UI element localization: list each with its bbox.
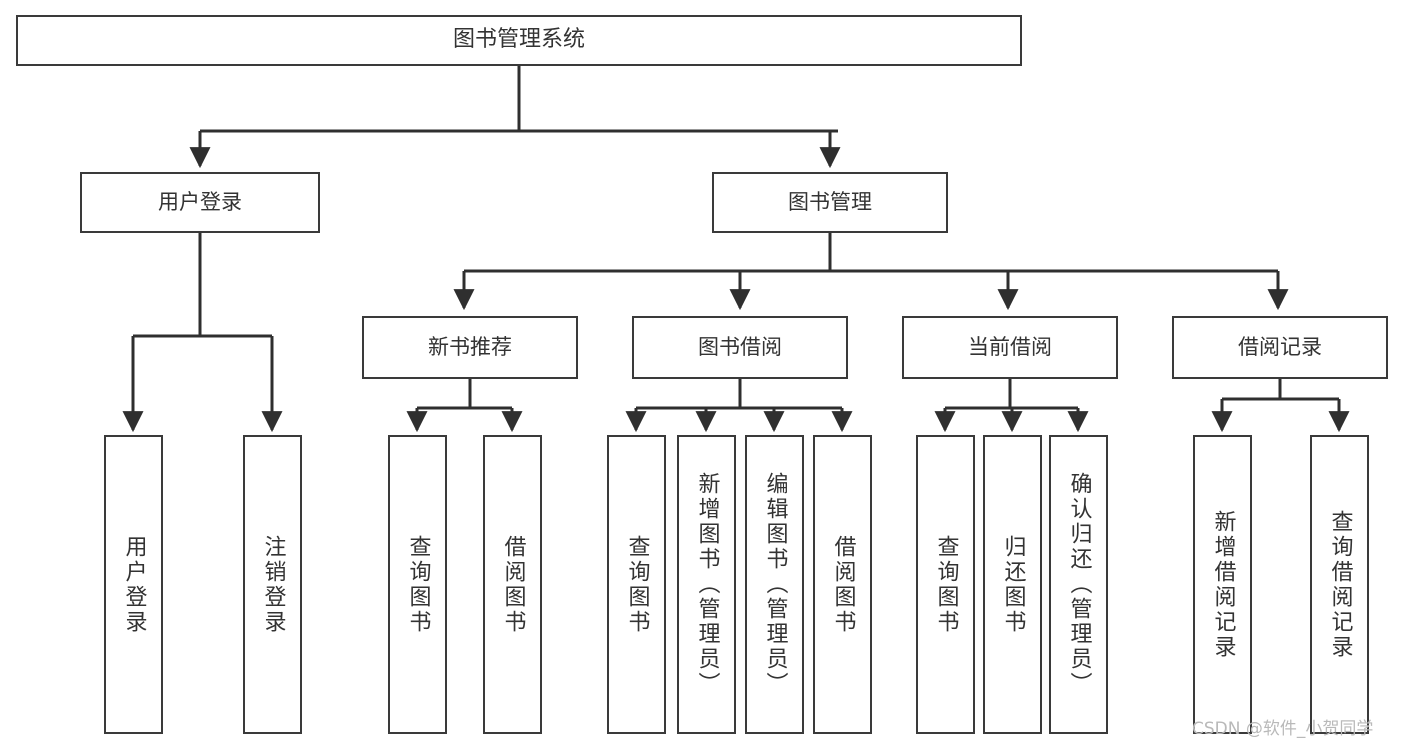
node-label: 借阅图书 xyxy=(500,534,526,635)
leaf-book-borrow-lend[interactable]: 借阅图书 xyxy=(813,435,872,734)
node-label: 用户登录 xyxy=(158,189,242,214)
node-label: 查询图书 xyxy=(933,534,959,635)
leaf-current-borrow-confirm-return[interactable]: 确认归还（管理员） xyxy=(1049,435,1108,734)
leaf-current-borrow-return[interactable]: 归还图书 xyxy=(983,435,1042,734)
node-label: 查询借阅记录 xyxy=(1327,509,1353,660)
node-label: 注销登录 xyxy=(260,534,286,635)
leaf-current-borrow-query[interactable]: 查询图书 xyxy=(916,435,975,734)
node-label: 当前借阅 xyxy=(968,334,1052,359)
node-label: 新增借阅记录 xyxy=(1210,509,1236,660)
node-label: 图书管理系统 xyxy=(452,27,585,53)
node-label: 图书管理 xyxy=(788,189,872,214)
node-user-login[interactable]: 用户登录 xyxy=(80,172,320,233)
node-label: 归还图书 xyxy=(1000,534,1026,635)
leaf-new-book-query[interactable]: 查询图书 xyxy=(388,435,447,734)
node-label: 确认归还（管理员） xyxy=(1066,472,1092,697)
node-book-borrow[interactable]: 图书借阅 xyxy=(632,316,848,379)
node-label: 新书推荐 xyxy=(428,334,512,359)
leaf-book-borrow-query[interactable]: 查询图书 xyxy=(607,435,666,734)
leaf-user-login-signin[interactable]: 用户登录 xyxy=(104,435,163,734)
node-label: 图书借阅 xyxy=(698,334,782,359)
node-label: 查询图书 xyxy=(624,534,650,635)
node-borrow-record[interactable]: 借阅记录 xyxy=(1172,316,1388,379)
node-current-borrow[interactable]: 当前借阅 xyxy=(902,316,1118,379)
node-label: 借阅图书 xyxy=(830,534,856,635)
leaf-new-book-borrow[interactable]: 借阅图书 xyxy=(483,435,542,734)
leaf-book-borrow-add[interactable]: 新增图书（管理员） xyxy=(677,435,736,734)
node-new-book-recommend[interactable]: 新书推荐 xyxy=(362,316,578,379)
node-label: 用户登录 xyxy=(121,534,147,635)
leaf-borrow-record-add[interactable]: 新增借阅记录 xyxy=(1193,435,1252,734)
leaf-book-borrow-edit[interactable]: 编辑图书（管理员） xyxy=(745,435,804,734)
leaf-borrow-record-query[interactable]: 查询借阅记录 xyxy=(1310,435,1369,734)
node-label: 新增图书（管理员） xyxy=(694,472,720,697)
node-book-management[interactable]: 图书管理 xyxy=(712,172,948,233)
node-label: 查询图书 xyxy=(405,534,431,635)
node-root-system[interactable]: 图书管理系统 xyxy=(16,15,1022,66)
node-label: 借阅记录 xyxy=(1238,334,1322,359)
node-label: 编辑图书（管理员） xyxy=(762,472,788,697)
leaf-user-login-signout[interactable]: 注销登录 xyxy=(243,435,302,734)
